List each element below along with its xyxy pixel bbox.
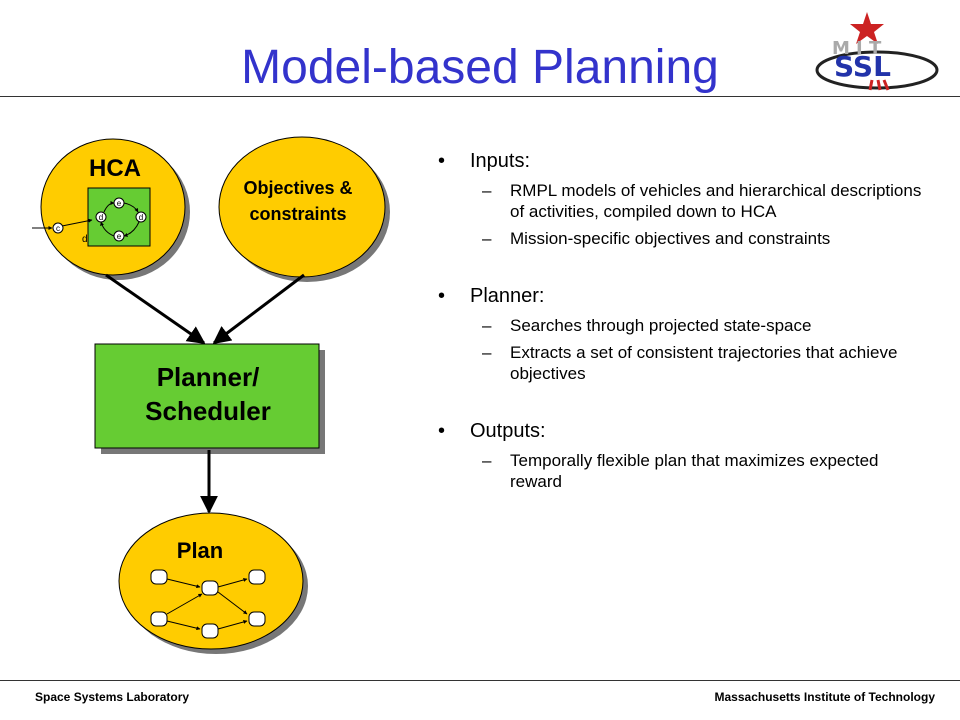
sub-bullet-text: RMPL models of vehicles and hierarchical… — [510, 181, 922, 221]
objectives-label-line1: Objectives & — [243, 178, 353, 198]
planner-label-line2: Scheduler — [145, 396, 271, 426]
svg-text:d: d — [139, 213, 143, 222]
mit-ssl-logo: M I T SSL — [815, 12, 939, 91]
bullet-inputs: •Inputs: — [438, 150, 531, 172]
objectives-label-line2: constraints — [249, 204, 347, 224]
svg-text:c: c — [56, 224, 60, 233]
svg-text:e: e — [117, 232, 122, 241]
bullet-list: •Inputs: –RMPL models of vehicles and hi… — [430, 148, 930, 492]
bullet-planner: •Planner: — [438, 285, 545, 307]
planner-box — [94, 343, 325, 454]
hca-label: HCA — [89, 155, 141, 182]
sub-bullet: –Extracts a set of consistent trajectori… — [482, 343, 898, 383]
bullet-text: Planner: — [470, 285, 545, 307]
top-rule — [0, 96, 960, 97]
svg-text:d: d — [99, 213, 103, 222]
sub-bullet-text: Extracts a set of consistent trajectorie… — [510, 343, 898, 383]
sub-bullet-text: Mission-specific objectives and constrai… — [510, 229, 831, 248]
objectives-label: Objectives & constraints — [218, 175, 378, 227]
diagram-canvas: c d e d d e — [32, 136, 390, 654]
svg-text:I T: I T — [856, 38, 882, 59]
sub-bullet: –Mission-specific objectives and constra… — [482, 229, 831, 248]
objectives-to-planner-arrow — [212, 273, 305, 345]
hca-to-planner-arrow — [105, 273, 206, 345]
planner-label: Planner/ Scheduler — [96, 360, 320, 428]
footer-lab-name: Space Systems Laboratory — [35, 690, 190, 704]
sub-bullet: –RMPL models of vehicles and hierarchica… — [482, 181, 922, 221]
planner-label-line1: Planner/ — [156, 362, 260, 392]
sub-bullet: –Searches through projected state-space — [482, 316, 812, 335]
bullet-outputs: •Outputs: — [438, 420, 546, 442]
bottom-rule — [0, 680, 960, 681]
svg-text:M: M — [832, 38, 850, 59]
sub-bullet-text: Searches through projected state-space — [510, 316, 812, 335]
footer-institution: Massachusetts Institute of Technology — [714, 690, 935, 704]
plan-label: Plan — [176, 538, 224, 563]
plan-graph — [150, 569, 266, 639]
sub-bullet: –Temporally flexible plan that maximizes… — [482, 451, 879, 491]
hca-mini-automaton: c d e d d e — [32, 187, 151, 247]
slide-title: Model-based Planning — [241, 41, 719, 94]
svg-text:SSL: SSL — [834, 50, 891, 83]
bullet-text: Outputs: — [470, 420, 546, 442]
svg-text:e: e — [117, 199, 122, 208]
bullet-text: Inputs: — [470, 150, 531, 172]
svg-text:d: d — [82, 234, 88, 245]
objectives-ellipse — [218, 136, 390, 282]
sub-bullet-text: Temporally flexible plan that maximizes … — [510, 451, 879, 491]
